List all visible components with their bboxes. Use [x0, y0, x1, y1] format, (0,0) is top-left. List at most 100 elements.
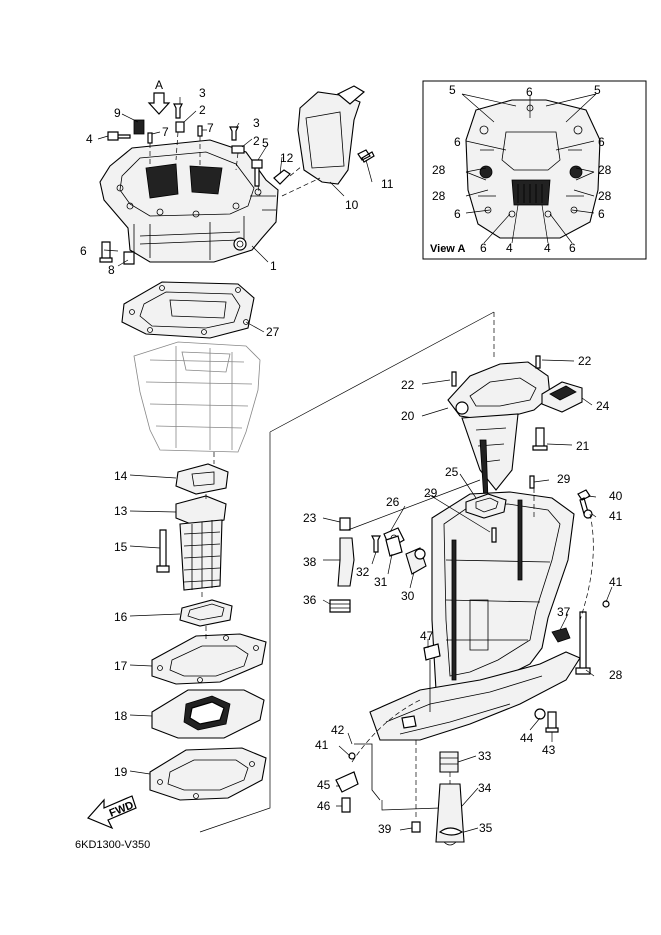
callout-46: 46 — [317, 799, 331, 813]
callout-24: 24 — [596, 399, 610, 413]
view-a-callout-6: 6 — [598, 135, 605, 149]
fwd-arrow: FWD — [86, 795, 137, 830]
view-a-frame — [422, 80, 647, 260]
clip-31 — [385, 535, 403, 557]
view-a-marker: A — [155, 78, 163, 92]
bolt-6 — [99, 241, 113, 263]
callout-15: 15 — [114, 540, 128, 554]
seal-16 — [179, 599, 233, 627]
hose-38 — [337, 537, 355, 587]
callout-23: 23 — [303, 511, 317, 525]
view-a-callout-6: 6 — [480, 241, 487, 255]
gasket-17 — [151, 633, 267, 685]
view-a-arrow — [147, 92, 171, 115]
damper-8 — [123, 251, 135, 265]
washer-44 — [534, 708, 546, 720]
view-a-plate — [465, 99, 601, 239]
callout-40: 40 — [609, 489, 623, 503]
view-a-callout-28: 28 — [598, 189, 612, 203]
gasket-27-group: 27 — [121, 281, 280, 453]
callout-16: 16 — [114, 610, 128, 624]
view-a-callout-5-left: 5 — [449, 83, 456, 97]
callout-35: 35 — [479, 821, 493, 835]
view-a-callout-4: 4 — [544, 241, 551, 255]
callout-32: 32 — [356, 565, 370, 579]
callout-39: 39 — [378, 822, 392, 836]
view-a-label: View A — [430, 243, 466, 255]
view-a-callout-28: 28 — [432, 189, 446, 203]
callout-27: 27 — [266, 325, 280, 339]
gasket-27 — [121, 281, 255, 339]
seal-25 — [465, 493, 507, 519]
callout-38: 38 — [303, 555, 317, 569]
view-a-callout-6: 6 — [598, 207, 605, 221]
washer-41c — [348, 752, 356, 760]
bushing-33 — [439, 751, 459, 773]
callout-10: 10 — [345, 198, 359, 212]
clamp-45 — [335, 771, 359, 793]
callout-12: 12 — [280, 151, 294, 165]
callout-28: 28 — [609, 668, 623, 682]
damper-9 — [133, 119, 145, 135]
callout-29: 29 — [557, 472, 571, 486]
bolt-21 — [532, 427, 548, 451]
callout-11: 11 — [381, 177, 394, 191]
callout-43: 43 — [542, 743, 556, 757]
muffler-13 — [179, 519, 223, 591]
upper-casing-assembly: A 3 — [80, 78, 394, 277]
pin-29a — [529, 475, 535, 489]
bolt-43 — [545, 711, 559, 733]
callout-18: 18 — [114, 709, 128, 723]
callout-26: 26 — [386, 495, 400, 509]
callout-2: 2 — [199, 103, 206, 117]
callout-31: 31 — [374, 575, 388, 589]
bolt-5 — [251, 159, 263, 187]
bolt-4 — [107, 131, 131, 141]
view-a-callout-5-right: 5 — [594, 83, 601, 97]
seal-36 — [329, 599, 351, 613]
callout-30: 30 — [401, 589, 415, 603]
screw-3 — [173, 103, 183, 119]
callout-7: 7 — [207, 121, 214, 135]
callout-22: 22 — [401, 378, 415, 392]
wire-42 — [354, 743, 381, 801]
view-a-callout-4: 4 — [506, 241, 513, 255]
view-a-inset: 5 5 6 6 6 28 28 28 28 6 6 View A 6 4 4 6 — [422, 80, 647, 260]
pin-7 — [147, 132, 153, 144]
callout-25: 25 — [445, 465, 459, 479]
callout-3: 3 — [253, 116, 260, 130]
callout-21: 21 — [576, 439, 590, 453]
fwd-label: FWD — [108, 799, 136, 820]
callout-29: 29 — [424, 486, 438, 500]
view-a-callout-6-top: 6 — [526, 85, 533, 99]
collar-2 — [175, 121, 185, 133]
grommet-12 — [273, 169, 291, 185]
callout-6: 6 — [80, 244, 87, 258]
callout-41: 41 — [609, 575, 623, 589]
driveshaft-housing-assembly: 23 38 36 25 29 29 26 32 31 30 40 41 41 3… — [303, 465, 623, 846]
damper-37 — [551, 627, 571, 643]
callout-3: 3 — [199, 86, 206, 100]
bolt-15 — [156, 529, 170, 573]
callout-17: 17 — [114, 659, 128, 673]
bolt-11 — [357, 149, 375, 163]
callout-34: 34 — [478, 781, 492, 795]
callout-2: 2 — [253, 134, 260, 148]
pin-7b — [197, 125, 203, 137]
cavitation-plate — [369, 651, 581, 741]
callout-4: 4 — [86, 132, 93, 146]
callout-22: 22 — [578, 354, 592, 368]
callout-5: 5 — [262, 136, 269, 150]
callout-19: 19 — [114, 765, 128, 779]
washer-41b — [602, 600, 610, 608]
bolt-46 — [341, 797, 351, 813]
view-a-callout-6: 6 — [454, 135, 461, 149]
view-a-callout-28: 28 — [598, 163, 612, 177]
cover-10 — [297, 91, 361, 185]
view-a-callout-6: 6 — [569, 241, 576, 255]
callout-8: 8 — [108, 263, 115, 277]
gasket-14 — [175, 463, 229, 495]
upper-casing — [99, 139, 279, 263]
exhaust-guide-group: 14 13 15 16 17 18 19 — [114, 452, 267, 801]
